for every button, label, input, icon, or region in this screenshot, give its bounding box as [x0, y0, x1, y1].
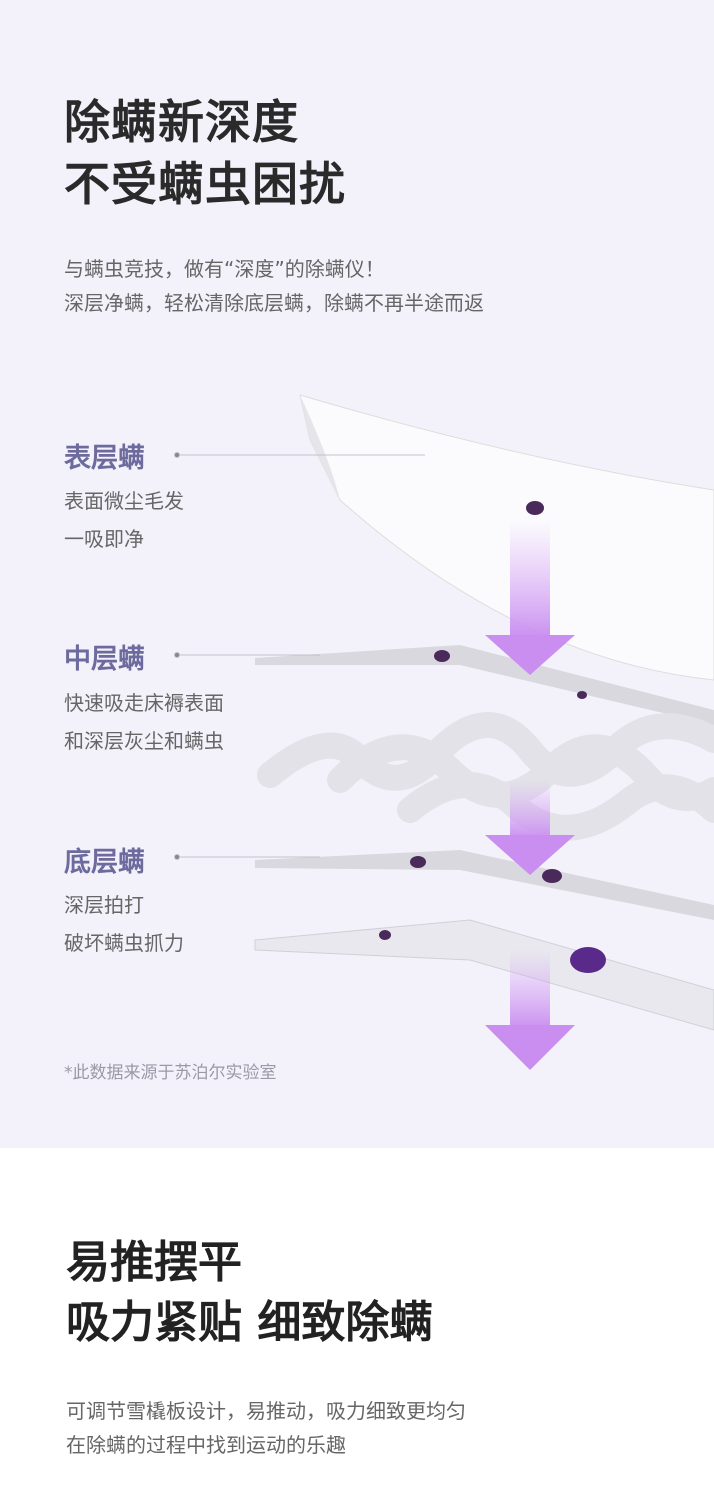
- layer-desc: 一吸即净: [64, 527, 144, 551]
- bottom-mesh-layer: [255, 850, 714, 920]
- section2-subtitle-line1: 可调节雪橇板设计，易推动，吸力细致更均匀: [66, 1399, 466, 1423]
- layer-desc: 深层拍打: [64, 893, 144, 917]
- layer-desc: 表面微尘毛发: [64, 489, 184, 513]
- headline-line2: 不受螨虫困扰: [64, 157, 346, 211]
- layer-desc: 和深层灰尘和螨虫: [64, 729, 224, 753]
- suction-arrow-icons: [485, 520, 575, 1070]
- section2-headline-line2: 吸力紧贴 细致除螨: [66, 1297, 434, 1348]
- layer-label-middle: 中层螨: [64, 644, 145, 675]
- layer-label-surface: 表层螨: [64, 443, 145, 474]
- callout-lines: [174, 452, 425, 860]
- headline-line1: 除螨新深度: [64, 95, 299, 149]
- layer-desc: 破坏螨虫抓力: [64, 931, 184, 955]
- middle-layer: [255, 645, 714, 725]
- layer-desc: 快速吸走床褥表面: [64, 691, 224, 715]
- subtitle-line2: 深层净螨，轻松清除底层螨，除螨不再半途而返: [64, 291, 484, 315]
- section2-headline-line1: 易推摆平: [66, 1237, 242, 1288]
- dust-mite-icons: [379, 501, 606, 973]
- section2-subtitle-line2: 在除螨的过程中找到运动的乐趣: [66, 1433, 346, 1457]
- mattress-layers-illustration: [174, 394, 714, 1070]
- base-grid-layer: [254, 919, 714, 1031]
- fiber-coils: [257, 712, 714, 841]
- subtitle-line1: 与螨虫竞技，做有“深度”的除螨仪！: [64, 257, 385, 281]
- layer-label-bottom: 底层螨: [64, 847, 145, 878]
- data-source-note: *此数据来源于苏泊尔实验室: [64, 1063, 277, 1083]
